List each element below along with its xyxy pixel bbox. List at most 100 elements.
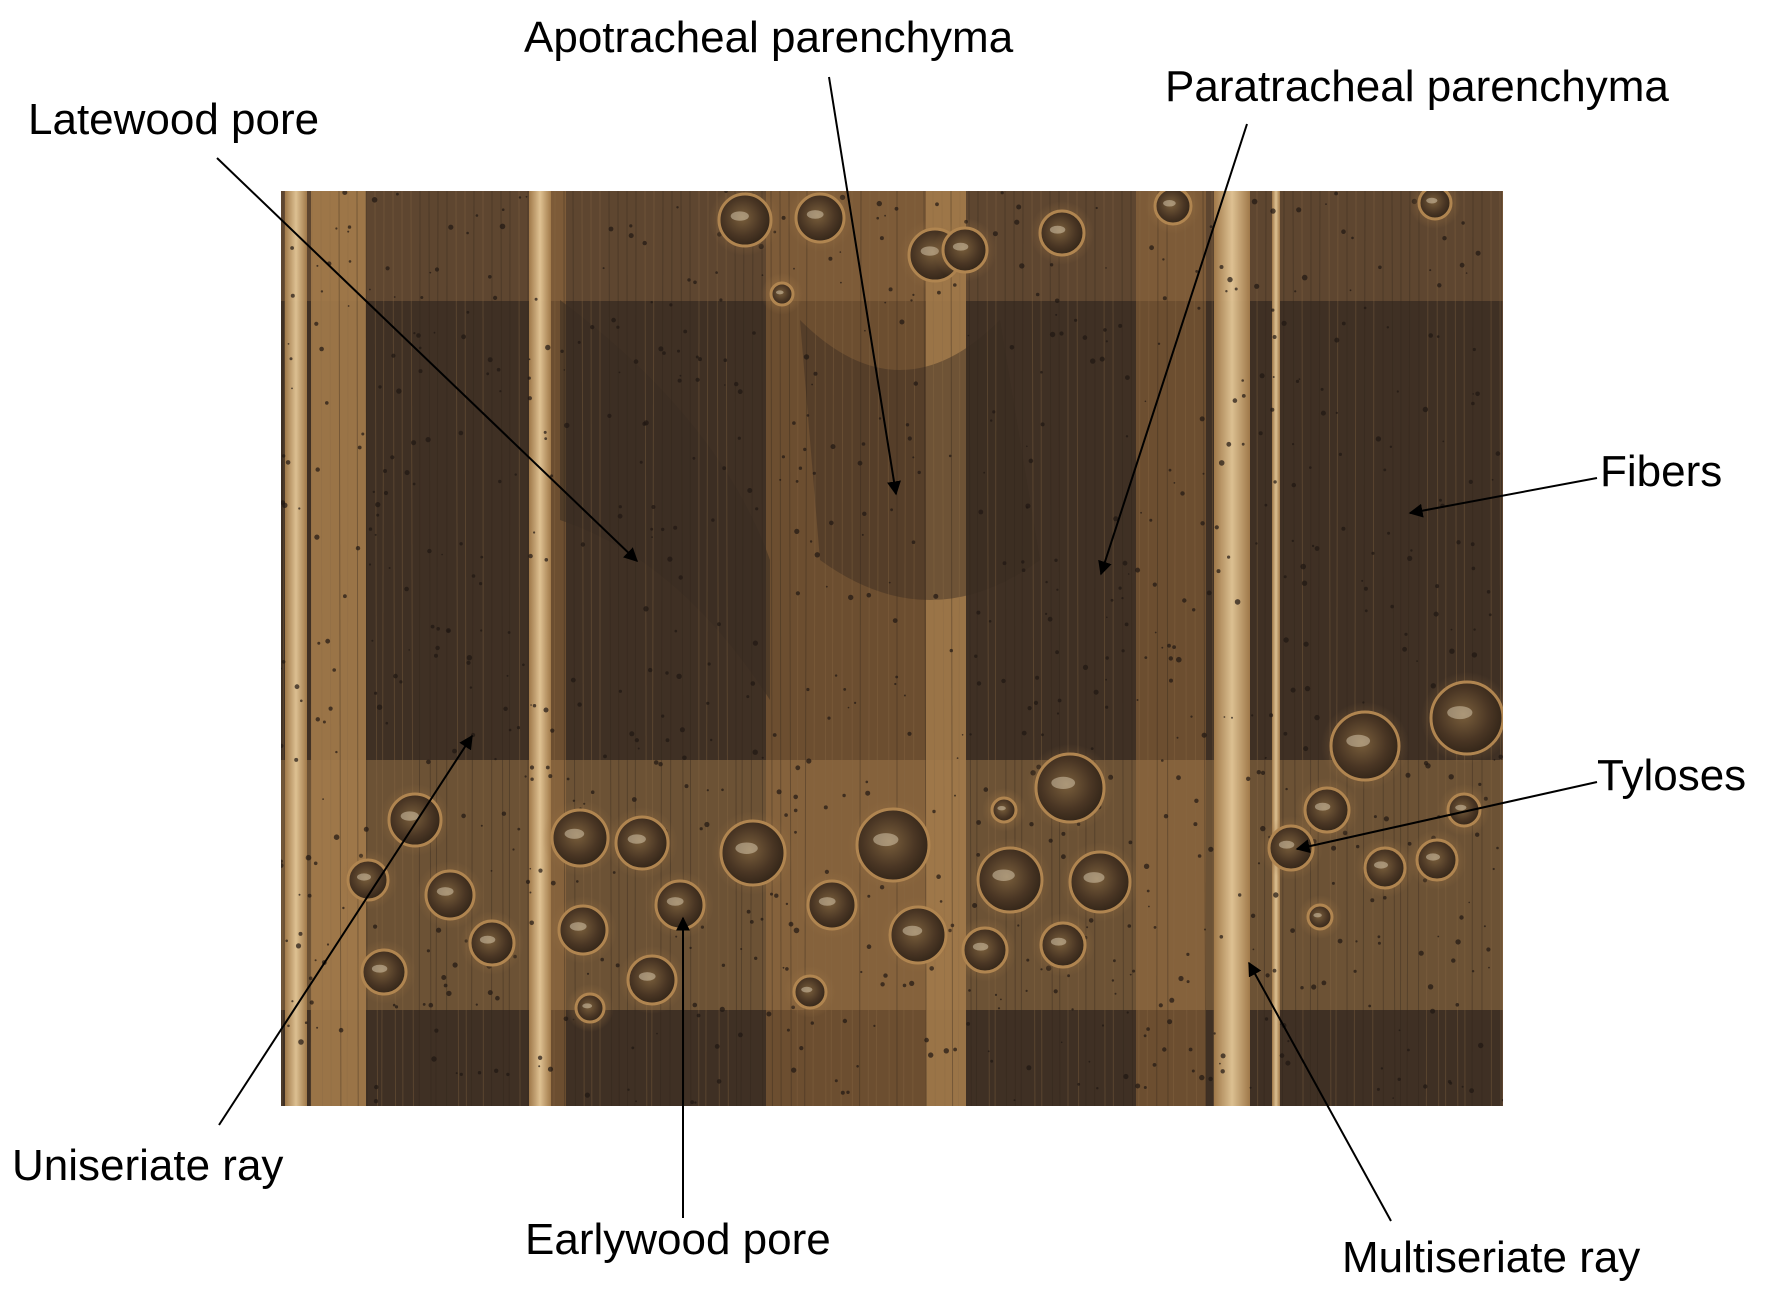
fiber-dot [794,529,799,534]
fiber-dot [690,1100,694,1104]
fiber-dot [860,971,862,973]
fiber-dot [785,967,789,971]
fiber-dot [1425,763,1430,768]
pore-highlight [903,926,923,936]
fiber-dot [704,822,709,827]
fiber-dot [1207,591,1212,596]
fiber-dot [1423,407,1428,412]
fiber-dot [1370,898,1374,902]
fiber-dot [466,232,469,235]
fiber-dot [286,460,291,465]
fiber-dot [1019,263,1024,268]
fiber-dot [831,444,836,449]
fiber-dot [984,787,989,792]
pore [348,860,388,900]
fiber-dot [867,593,872,598]
fiber-dot [696,356,699,359]
fiber-dot [1284,575,1287,578]
fiber-line [1400,191,1401,1106]
fiber-dot [434,332,436,334]
fiber-dot [676,674,681,679]
fiber-dot [1121,597,1123,599]
fiber-dot [1469,1088,1474,1093]
fiber-dot [316,265,318,267]
fiber-dot [332,668,336,672]
fiber-dot [862,512,866,516]
fiber-dot [1014,1099,1016,1101]
pore [771,283,793,305]
fiber-dot [1250,1087,1252,1089]
fiber-dot [883,973,887,977]
fiber-dot [738,1033,743,1038]
fiber-dot [799,467,802,470]
fiber-dot [538,869,542,873]
fiber-dot [1312,545,1314,547]
fiber-dot [509,729,512,732]
fiber-dot [578,341,581,344]
fiber-dot [761,918,764,921]
fiber-dot [747,910,751,914]
fiber-dot [1208,847,1213,852]
fiber-dot [1397,390,1399,392]
fiber-dot [724,358,728,362]
fiber-dot [426,437,431,442]
fiber-dot [373,491,375,493]
fiber-dot [1193,822,1197,826]
fiber-dot [1129,841,1133,845]
fiber-dot [1478,1043,1483,1048]
fiber-dot [1430,1009,1435,1014]
fiber-dot [1026,506,1028,508]
fiber-dot [1469,480,1473,484]
pore-highlight [1447,706,1472,719]
fiber-dot [377,705,382,710]
fiber-dot [1258,862,1260,864]
fiber-dot [460,1073,463,1076]
fiber-dot [530,778,533,781]
fiber-dot [369,527,372,530]
fiber-dot [651,301,653,303]
fiber-dot [909,981,914,986]
fiber-dot [1322,981,1327,986]
fiber-dot [717,1079,722,1084]
fiber-dot [1186,953,1189,956]
fiber-dot [1459,915,1463,919]
fiber-dot [1334,192,1338,196]
fiber-dot [1384,816,1389,821]
fiber-dot [1265,504,1268,507]
fiber-dot [1145,401,1147,403]
fiber-dot [1233,398,1238,403]
fiber-dot [506,1073,509,1076]
fiber-dot [1144,656,1147,659]
fiber-dot [1251,914,1255,918]
fiber-dot [796,591,800,595]
fiber-dot [282,454,285,457]
fiber-dot [974,655,977,658]
fiber-dot [319,347,324,352]
fiber-dot [1300,986,1303,989]
fiber-dot [435,267,439,271]
fiber-dot [910,299,912,301]
fiber-dot [374,1085,378,1089]
pore-highlight [1051,938,1066,946]
fiber-dot [296,943,301,948]
fiber-dot [1254,284,1259,289]
pore-highlight [357,873,371,880]
fiber-dot [665,671,668,674]
fiber-dot [866,781,869,784]
fiber-dot [989,620,992,623]
fiber-dot [1224,716,1226,718]
fiber-dot [848,707,850,709]
fiber-dot [364,827,369,832]
fiber-dot [1149,245,1154,250]
fiber-dot [807,414,810,417]
fiber-dot [298,1039,304,1045]
fiber-dot [643,606,648,611]
fiber-dot [1392,1097,1394,1099]
fiber-dot [914,381,918,385]
fiber-dot [1123,1074,1128,1079]
fiber-dot [1408,842,1412,846]
fiber-dot [369,563,371,565]
fiber-dot [806,688,809,691]
fiber-dot [1493,868,1495,870]
fiber-dot [294,758,298,762]
